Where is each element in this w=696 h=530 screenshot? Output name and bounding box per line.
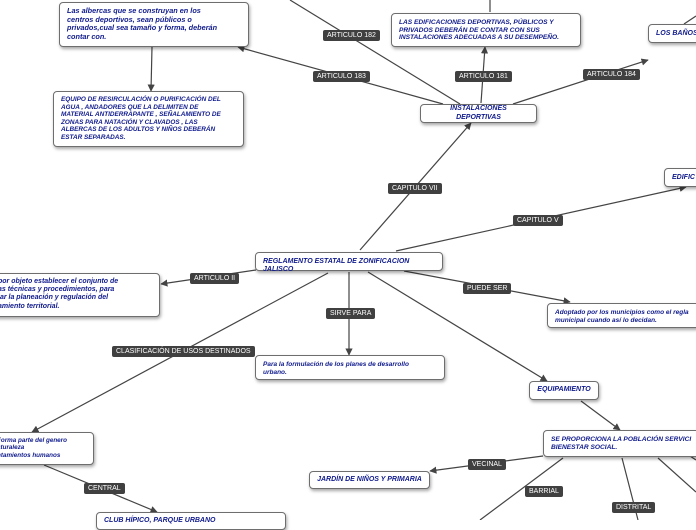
node-edific-right-text: EDIFIC xyxy=(672,174,695,181)
node-edific-right[interactable]: EDIFIC xyxy=(664,168,696,187)
label-articulo-182: ARTICULO 182 xyxy=(323,30,380,41)
node-banos-text: LOS BAÑOS xyxy=(656,30,696,37)
edge-banos-up xyxy=(683,15,696,25)
node-reglamento-text: REGLAMENTO ESTATAL DE ZONIFICACION JALIS… xyxy=(263,258,410,274)
label-distrital: DISTRITAL xyxy=(612,502,656,513)
node-albercas[interactable]: Las albercas que se construyan en los ce… xyxy=(59,2,249,47)
node-formulacion-text: Para la formulación de los planes de des… xyxy=(263,361,409,376)
node-equipamiento-text: EQUIPAMIENTO xyxy=(537,386,591,394)
node-proporciona-text: SE PROPORCIONA LA POBLACIÓN SERVICI BIEN… xyxy=(551,436,692,451)
node-formulacion[interactable]: Para la formulación de los planes de des… xyxy=(255,355,445,380)
edge-articulo-184 xyxy=(512,58,649,105)
label-clasificacion: CLASIFICACIÓN DE USOS DESTINADOS xyxy=(112,346,255,357)
label-capitulo-v: CAPITULO V xyxy=(513,215,563,226)
label-articulo-181: ARTICULO 181 xyxy=(455,71,512,82)
node-objeto-text: por objeto establecer el conjunto de as … xyxy=(0,278,119,310)
edge-articulo-182 xyxy=(289,0,461,105)
label-vecinal: VECINAL xyxy=(468,459,506,470)
node-club[interactable]: CLUB HÍPICO, PARQUE URBANO xyxy=(96,512,286,530)
edge-barrial xyxy=(479,457,564,520)
node-jardin-text: JARDÍN DE NIÑOS Y PRIMARIA xyxy=(317,475,422,483)
label-articulo-183: ARTICULO 183 xyxy=(313,71,370,82)
node-banos[interactable]: LOS BAÑOS xyxy=(648,24,696,43)
node-forma-text: Forma parte del genero aturaleza ntamien… xyxy=(0,437,67,459)
node-adoptado-text: Adoptado por los municipios como el regl… xyxy=(555,309,689,324)
edge-equipamiento-proporciona xyxy=(580,400,621,431)
node-objeto[interactable]: por objeto establecer el conjunto de as … xyxy=(0,273,160,317)
node-instalaciones[interactable]: INSTALACIONES DEPORTIVAS xyxy=(420,104,537,123)
label-central: CENTRAL xyxy=(84,483,125,494)
node-equipo[interactable]: EQUIPO DE RESIRCULACIÓN O PURIFICACIÓN D… xyxy=(53,91,244,147)
node-equipamiento[interactable]: EQUIPAMIENTO xyxy=(529,381,599,400)
node-edificaciones-text: LAS EDIFICACIONES DEPORTIVAS, PÚBLICOS Y… xyxy=(399,19,559,42)
node-edificaciones[interactable]: LAS EDIFICACIONES DEPORTIVAS, PÚBLICOS Y… xyxy=(391,13,581,47)
edge-albercas-equipo xyxy=(147,46,155,92)
edge-equipamiento xyxy=(367,271,548,382)
node-forma[interactable]: Forma parte del genero aturaleza ntamien… xyxy=(0,432,94,465)
label-barrial: BARRIAL xyxy=(525,486,563,497)
label-capitulo-vii: CAPITULO VII xyxy=(388,183,442,194)
node-reglamento[interactable]: REGLAMENTO ESTATAL DE ZONIFICACION JALIS… xyxy=(255,252,443,274)
label-sirve-para: SIRVE PARA xyxy=(326,308,376,319)
node-proporciona[interactable]: SE PROPORCIONA LA POBLACIÓN SERVICI BIEN… xyxy=(543,430,696,457)
node-instalaciones-text: INSTALACIONES DEPORTIVAS xyxy=(450,105,507,121)
label-articulo-184: ARTICULO 184 xyxy=(583,69,640,80)
label-articulo-ii: ARTICULO II xyxy=(190,273,240,284)
node-adoptado[interactable]: Adoptado por los municipios como el regl… xyxy=(547,303,696,328)
node-jardin[interactable]: JARDÍN DE NIÑOS Y PRIMARIA xyxy=(309,471,430,489)
node-albercas-text: Las albercas que se construyan en los ce… xyxy=(67,6,218,41)
edge-proporciona-right xyxy=(657,457,696,493)
node-equipo-text: EQUIPO DE RESIRCULACIÓN O PURIFICACIÓN D… xyxy=(61,96,221,141)
label-puede-ser: PUEDE SER xyxy=(463,283,512,294)
node-club-text: CLUB HÍPICO, PARQUE URBANO xyxy=(104,517,216,524)
